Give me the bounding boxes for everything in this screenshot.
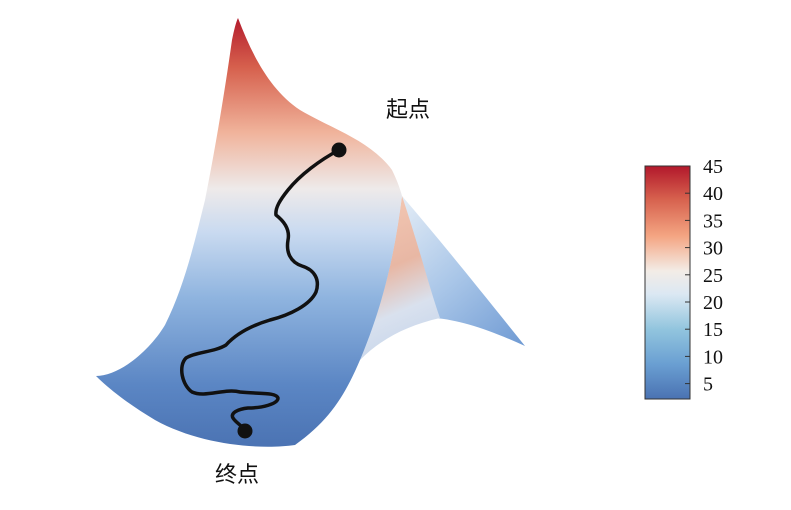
end-point-marker	[237, 423, 253, 439]
colorbar: 45 40 35 30 25 20 15 10 5	[644, 156, 723, 400]
colorbar-tick-label: 15	[703, 319, 723, 341]
colorbar-tick-label: 25	[703, 265, 723, 287]
colorbar-tick-label: 40	[703, 183, 723, 205]
colorbar-tick-label: 35	[703, 210, 723, 232]
colorbar-tick-label: 30	[703, 238, 723, 260]
colorbar-tick-label: 45	[703, 156, 723, 178]
surface-main	[96, 18, 402, 447]
colorbar-ticks: 45 40 35 30 25 20 15 10 5	[685, 156, 723, 396]
start-label: 起点	[386, 98, 430, 123]
colorbar-tick-label: 20	[703, 292, 723, 314]
end-label: 终点	[215, 463, 259, 488]
surface-peak-fold	[360, 196, 440, 360]
colorbar-tick-label: 10	[703, 346, 723, 368]
optimization-path	[180, 148, 341, 433]
colorbar-gradient	[644, 165, 691, 400]
colorbar-tick-label: 5	[703, 374, 713, 396]
start-point-marker	[331, 142, 347, 158]
